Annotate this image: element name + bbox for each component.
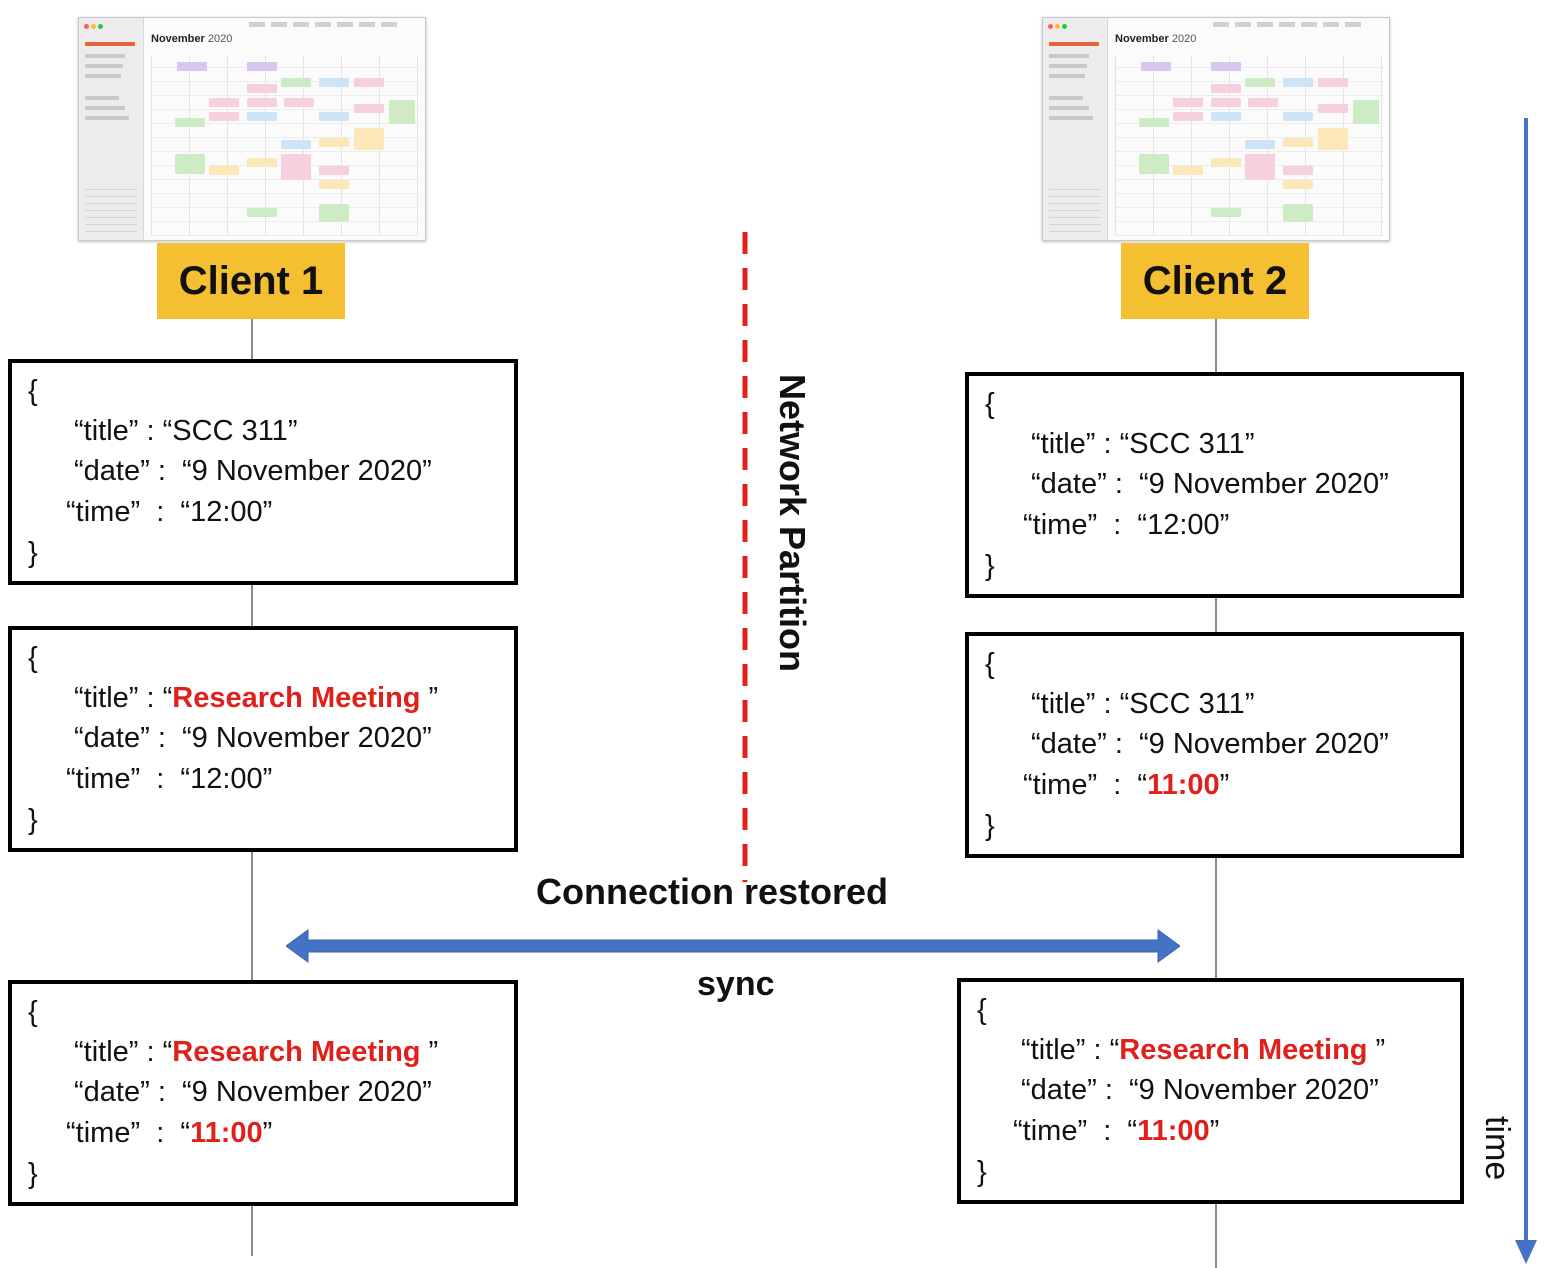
time-axis-arrow [1515, 118, 1537, 1264]
connection-restored-label: Connection restored [536, 871, 889, 912]
client-1-calendar-screenshot: November 2020 [78, 17, 426, 241]
time-value: 12:00 [190, 496, 263, 528]
time-value-changed: 11:00 [190, 1117, 263, 1149]
client-2-calendar-screenshot: November 2020 [1042, 17, 1390, 241]
client-1-state-1: { “title” : “SCC 311” “date” : “9 Novemb… [8, 359, 518, 585]
time-value-changed: 11:00 [1137, 1115, 1210, 1147]
time-value-changed: 11:00 [1147, 769, 1220, 801]
title-value-changed: Research Meeting [172, 682, 421, 714]
client-2-label: Client 2 [1121, 243, 1309, 319]
client-2-state-1: { “title” : “SCC 311” “date” : “9 Novemb… [965, 372, 1464, 598]
title-value: SCC 311 [1129, 428, 1245, 460]
title-value: SCC 311 [172, 415, 288, 447]
sync-label: sync [697, 965, 775, 1003]
title-value: SCC 311 [1129, 688, 1245, 720]
network-partition-line [742, 232, 748, 882]
client-1-label: Client 1 [157, 243, 345, 319]
client-1-state-2: { “title” : “Research Meeting ” “date” :… [8, 626, 518, 852]
time-value: 12:00 [190, 763, 263, 795]
title-value-changed: Research Meeting [1119, 1034, 1368, 1066]
title-value-changed: Research Meeting [172, 1036, 421, 1068]
time-axis-label: time [1478, 1116, 1516, 1181]
calendar-month-title: November 2020 [1115, 33, 1197, 45]
client-1-state-3: { “title” : “Research Meeting ” “date” :… [8, 980, 518, 1206]
client-2-state-3: { “title” : “Research Meeting ” “date” :… [957, 978, 1464, 1204]
sync-arrow [286, 929, 1180, 963]
client-2-state-2: { “title” : “SCC 311” “date” : “9 Novemb… [965, 632, 1464, 858]
calendar-month-title: November 2020 [151, 33, 233, 45]
calendar-sidebar [79, 18, 144, 240]
time-value: 12:00 [1147, 509, 1220, 541]
calendar-sidebar [1043, 18, 1108, 240]
network-partition-label: Network Partition [772, 374, 813, 673]
